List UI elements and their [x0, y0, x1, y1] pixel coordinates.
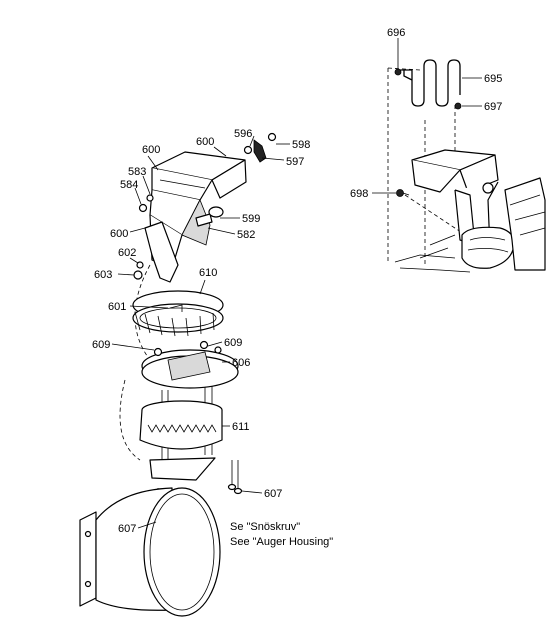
callout-607-left: 607 — [118, 523, 136, 535]
callout-600-plate: 600 — [110, 228, 128, 240]
callout-695: 695 — [484, 73, 502, 85]
chute-ring-610 — [132, 290, 224, 337]
callout-697: 697 — [484, 101, 502, 113]
callout-698: 698 — [350, 188, 368, 200]
callout-598: 598 — [292, 139, 310, 151]
washer-602 — [136, 261, 144, 269]
callout-596: 596 — [234, 128, 252, 140]
bolt-607-right — [227, 460, 243, 495]
callout-597: 597 — [286, 156, 304, 168]
callout-601: 601 — [108, 301, 126, 313]
callout-602: 602 — [118, 247, 136, 259]
callout-582: 582 — [237, 229, 255, 241]
callout-609-right: 609 — [224, 337, 242, 349]
bolt-599 — [195, 206, 224, 227]
screw-697 — [454, 102, 462, 110]
washer-597 — [253, 139, 267, 163]
callout-583: 583 — [128, 166, 146, 178]
nut-596 — [243, 145, 253, 155]
note-se-snoskruv: Se "Snöskruv" — [230, 521, 300, 533]
callout-606: 606 — [232, 357, 250, 369]
washer-598 — [267, 132, 277, 142]
callout-696: 696 — [387, 27, 405, 39]
callout-609-left: 609 — [92, 339, 110, 351]
inset-chute-assembly — [387, 59, 546, 273]
callout-611: 611 — [232, 421, 250, 433]
auger-housing-outlet — [79, 487, 221, 617]
callout-603: 603 — [94, 269, 112, 281]
callout-610: 610 — [199, 267, 217, 279]
plate-606 — [141, 340, 239, 389]
nut-583 — [146, 194, 154, 202]
callout-607-right: 607 — [264, 488, 282, 500]
screw-696 — [394, 68, 402, 76]
washer-584 — [138, 203, 148, 213]
bolt-698 — [396, 189, 410, 197]
nut-603 — [133, 270, 143, 280]
spring-695 — [400, 59, 461, 107]
callout-600-left: 600 — [142, 144, 160, 156]
callout-599: 599 — [242, 213, 260, 225]
callout-600-top: 600 — [196, 136, 214, 148]
callout-584: 584 — [120, 179, 138, 191]
ring-gear-611 — [139, 400, 223, 450]
note-see-auger-housing: See "Auger Housing" — [230, 536, 333, 548]
